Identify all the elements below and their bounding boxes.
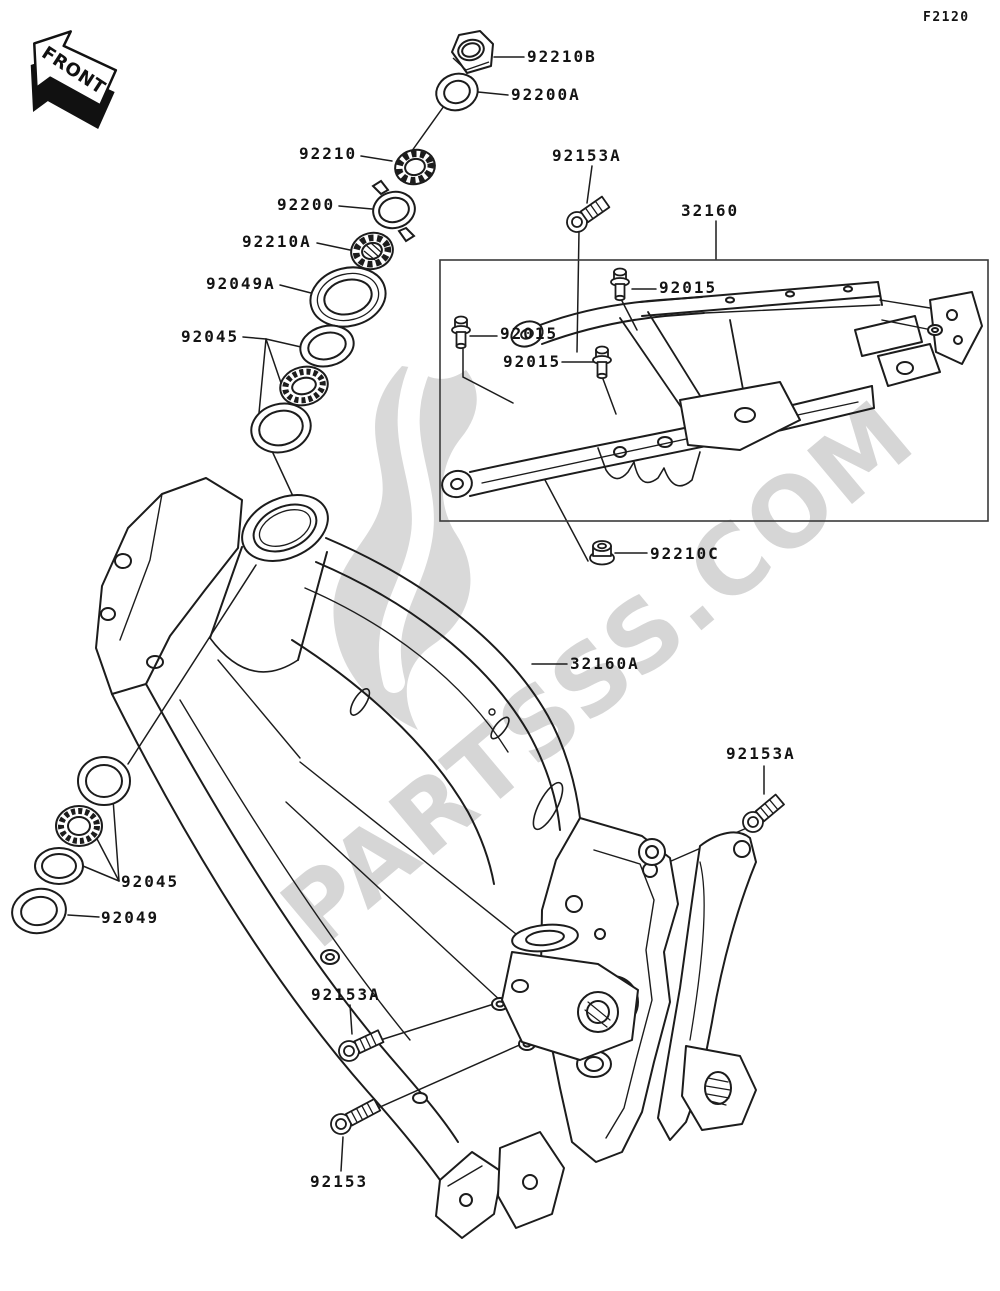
part-label-92210B: 92210B bbox=[527, 47, 597, 66]
nut-92210C-art bbox=[589, 540, 615, 566]
part-label-32160A: 32160A bbox=[570, 654, 640, 673]
front-arrow: FRONT bbox=[30, 30, 118, 130]
claw-washer-92200-art bbox=[371, 179, 416, 243]
seal-92049A-art bbox=[309, 266, 387, 328]
part-label-92015-mid: 92015 bbox=[503, 352, 562, 371]
part-label-92200: 92200 bbox=[277, 195, 336, 214]
part-label-92153A-right: 92153A bbox=[726, 744, 796, 763]
bolt-92153-art bbox=[330, 1098, 382, 1135]
bearing-set-92045-upper-art bbox=[250, 324, 355, 454]
diagram-code: F2120 bbox=[923, 10, 970, 25]
part-label-92153A-bottom: 92153A bbox=[311, 985, 381, 1004]
fasteners bbox=[330, 195, 785, 1135]
bolt-92153A-top-art bbox=[566, 195, 611, 233]
part-label-92015-left: 92015 bbox=[500, 324, 559, 343]
part-label-92153A-top: 92153A bbox=[552, 146, 622, 165]
bearing-92045-lower-art bbox=[55, 805, 103, 847]
castellated-nut-92210-art bbox=[394, 148, 436, 186]
bolt-92015-left-art bbox=[451, 315, 471, 350]
subframe-box bbox=[439, 259, 989, 522]
seal-92049-art bbox=[11, 887, 67, 935]
watermark-flame-logo bbox=[333, 361, 477, 730]
subframe-art bbox=[441, 281, 983, 499]
bearing-cup-art bbox=[77, 756, 131, 806]
washer-92200A-art bbox=[435, 72, 479, 112]
lower-bearing-stack bbox=[11, 756, 131, 935]
bolt-92015-mid-art bbox=[592, 345, 612, 380]
part-label-92210A: 92210A bbox=[242, 232, 312, 251]
bearing-race-art bbox=[34, 847, 84, 885]
hex-nut-92210B-art bbox=[451, 30, 494, 74]
part-label-92210: 92210 bbox=[299, 144, 358, 163]
part-label-92049A: 92049A bbox=[206, 274, 276, 293]
main-frame-art bbox=[95, 477, 757, 1239]
castellated-nut-92210A-art bbox=[350, 231, 394, 271]
part-label-32160: 32160 bbox=[681, 201, 740, 220]
part-label-92210C: 92210C bbox=[650, 544, 720, 563]
bolt-92153A-bottom-art bbox=[338, 1029, 385, 1062]
steering-stem-parts bbox=[250, 30, 494, 454]
part-label-92045-top: 92045 bbox=[181, 327, 240, 346]
part-label-92015-right: 92015 bbox=[659, 278, 718, 297]
part-label-92049: 92049 bbox=[101, 908, 160, 927]
part-label-92153: 92153 bbox=[310, 1172, 369, 1191]
bolt-92015-right-art bbox=[610, 267, 630, 302]
part-label-92200A: 92200A bbox=[511, 85, 581, 104]
part-label-92045-bottom: 92045 bbox=[121, 872, 180, 891]
bolt-92153A-right-art bbox=[742, 793, 785, 833]
